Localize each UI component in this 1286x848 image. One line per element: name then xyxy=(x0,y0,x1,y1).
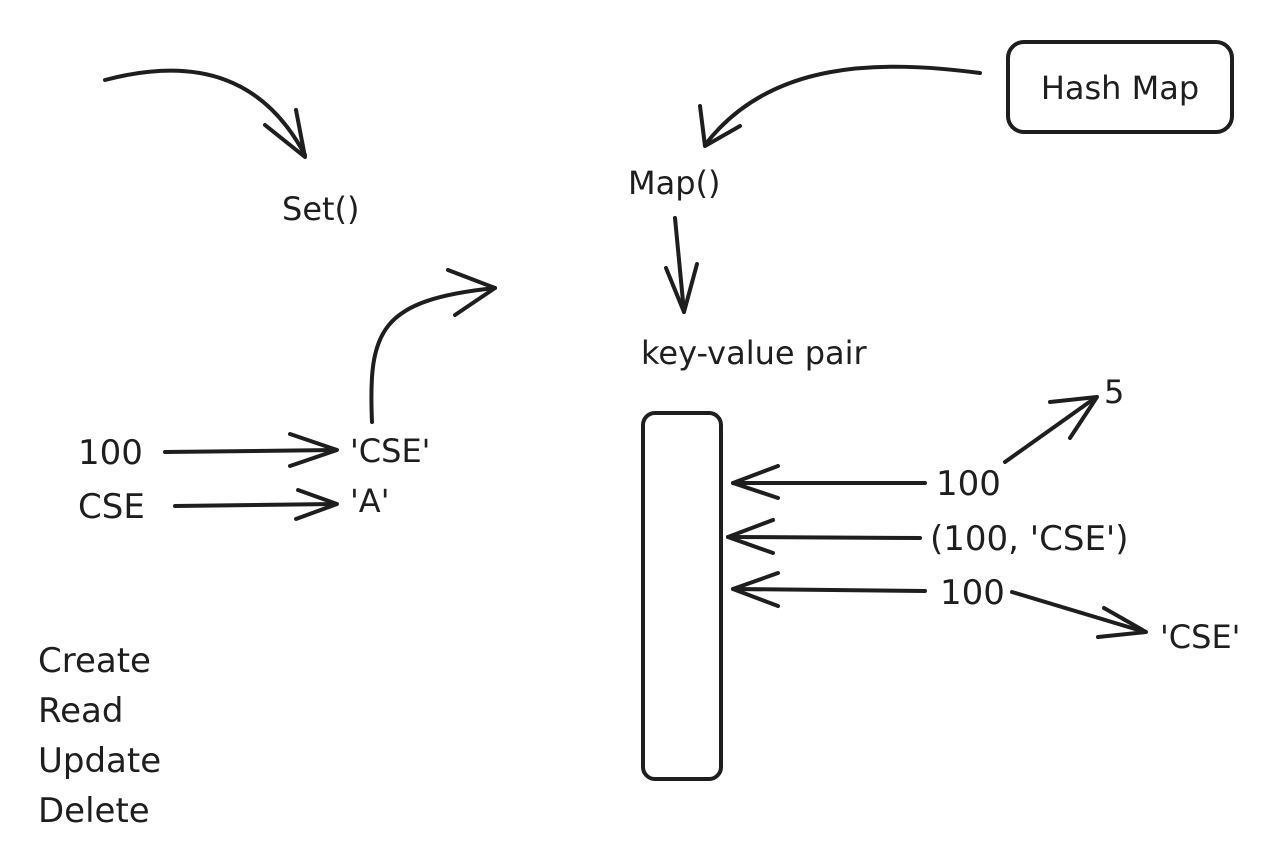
left-key-cse: CSE xyxy=(78,487,145,527)
set-call-label: Set() xyxy=(282,190,360,228)
key-100-top: 100 xyxy=(936,464,1001,504)
hash-map-label: Hash Map xyxy=(1041,69,1199,107)
storage-bar xyxy=(641,411,723,781)
hash-map-box: Hash Map xyxy=(1006,40,1234,134)
key-value-pair-label: key-value pair xyxy=(641,334,868,372)
left-value-a: 'A' xyxy=(350,482,389,520)
crud-item: Create xyxy=(38,641,151,681)
five-label: 5 xyxy=(1104,373,1124,411)
tuple-label: (100, 'CSE') xyxy=(930,519,1129,559)
arrow-100-to-cse-right xyxy=(1010,590,1148,639)
arrow-hashmap-to-map xyxy=(698,64,982,148)
left-value-cse: 'CSE' xyxy=(350,432,430,470)
map-call-label: Map() xyxy=(628,164,721,202)
arrow-cse-to-a xyxy=(173,488,339,521)
arrow-cse-curve-up xyxy=(369,268,497,424)
arrow-to-set xyxy=(103,68,307,159)
arrow-100-to-5 xyxy=(1003,395,1099,464)
arrow-tuple-to-bar xyxy=(726,518,922,555)
crud-item: Update xyxy=(38,741,161,781)
key-100-bottom: 100 xyxy=(940,573,1005,613)
left-key-100: 100 xyxy=(78,433,143,473)
arrow-map-to-keyvalue xyxy=(664,216,699,314)
value-cse-right: 'CSE' xyxy=(1160,618,1240,656)
arrow-100-to-cse xyxy=(163,432,339,468)
crud-list: Create Read Update Delete xyxy=(38,641,161,831)
arrow-100-top-to-bar xyxy=(731,464,927,500)
arrow-100-bottom-to-bar xyxy=(731,571,927,608)
crud-item: Read xyxy=(38,691,123,731)
crud-item: Delete xyxy=(38,791,150,831)
